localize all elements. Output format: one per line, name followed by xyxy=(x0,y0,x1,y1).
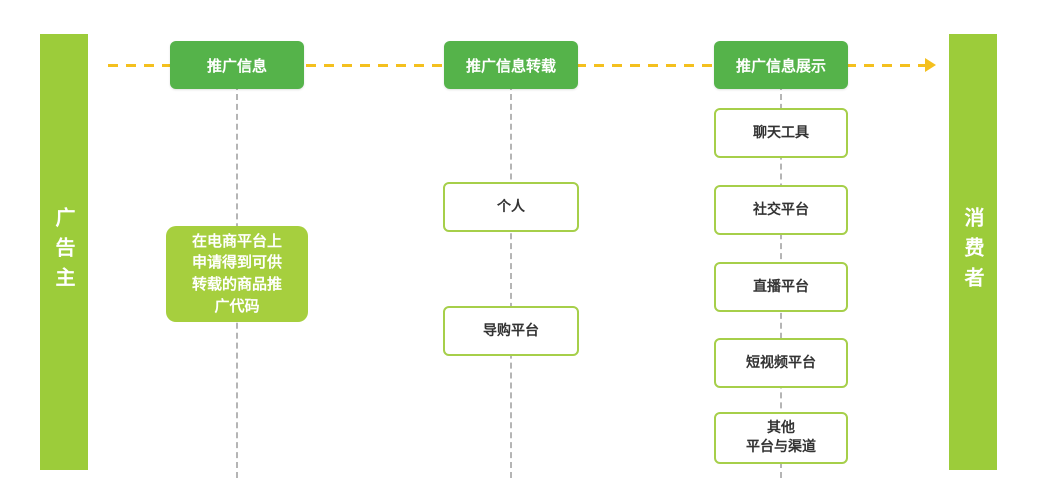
stage-2-header: 推广信息转载 xyxy=(444,41,578,89)
stage-2-item-1: 个人 xyxy=(443,182,579,232)
stage-1-header: 推广信息 xyxy=(170,41,304,89)
stage-2-item-2-text: 导购平台 xyxy=(483,322,539,339)
stage-1-item-1: 在电商平台上 申请得到可供 转载的商品推 广代码 xyxy=(166,226,308,322)
stage-3-item-1-text: 聊天工具 xyxy=(753,124,809,141)
stage-3-item-1: 聊天工具 xyxy=(714,108,848,158)
stage-3-header: 推广信息展示 xyxy=(714,41,848,89)
stage-2-item-1-text: 个人 xyxy=(497,198,525,215)
stage-3-item-2-text: 社交平台 xyxy=(753,201,809,218)
stage-3-item-4-text: 短视频平台 xyxy=(746,354,816,371)
stage-3-item-5: 其他 平台与渠道 xyxy=(714,412,848,464)
stage-2-connector xyxy=(510,84,512,478)
right-actor-label: 消费者 xyxy=(961,207,985,297)
stage-2-item-2: 导购平台 xyxy=(443,306,579,356)
left-actor-label: 广告主 xyxy=(52,207,76,297)
stage-3-item-3-text: 直播平台 xyxy=(753,278,809,295)
right-actor-bar: 消费者 xyxy=(949,34,997,470)
stage-3-item-3: 直播平台 xyxy=(714,262,848,312)
stage-3-item-4: 短视频平台 xyxy=(714,338,848,388)
stage-3-item-5-text: 其他 平台与渠道 xyxy=(746,420,816,455)
left-actor-bar: 广告主 xyxy=(40,34,88,470)
flow-arrow-head xyxy=(925,58,936,72)
stage-1-item-1-text: 在电商平台上 申请得到可供 转载的商品推 广代码 xyxy=(191,231,282,315)
stage-3-item-2: 社交平台 xyxy=(714,185,848,235)
